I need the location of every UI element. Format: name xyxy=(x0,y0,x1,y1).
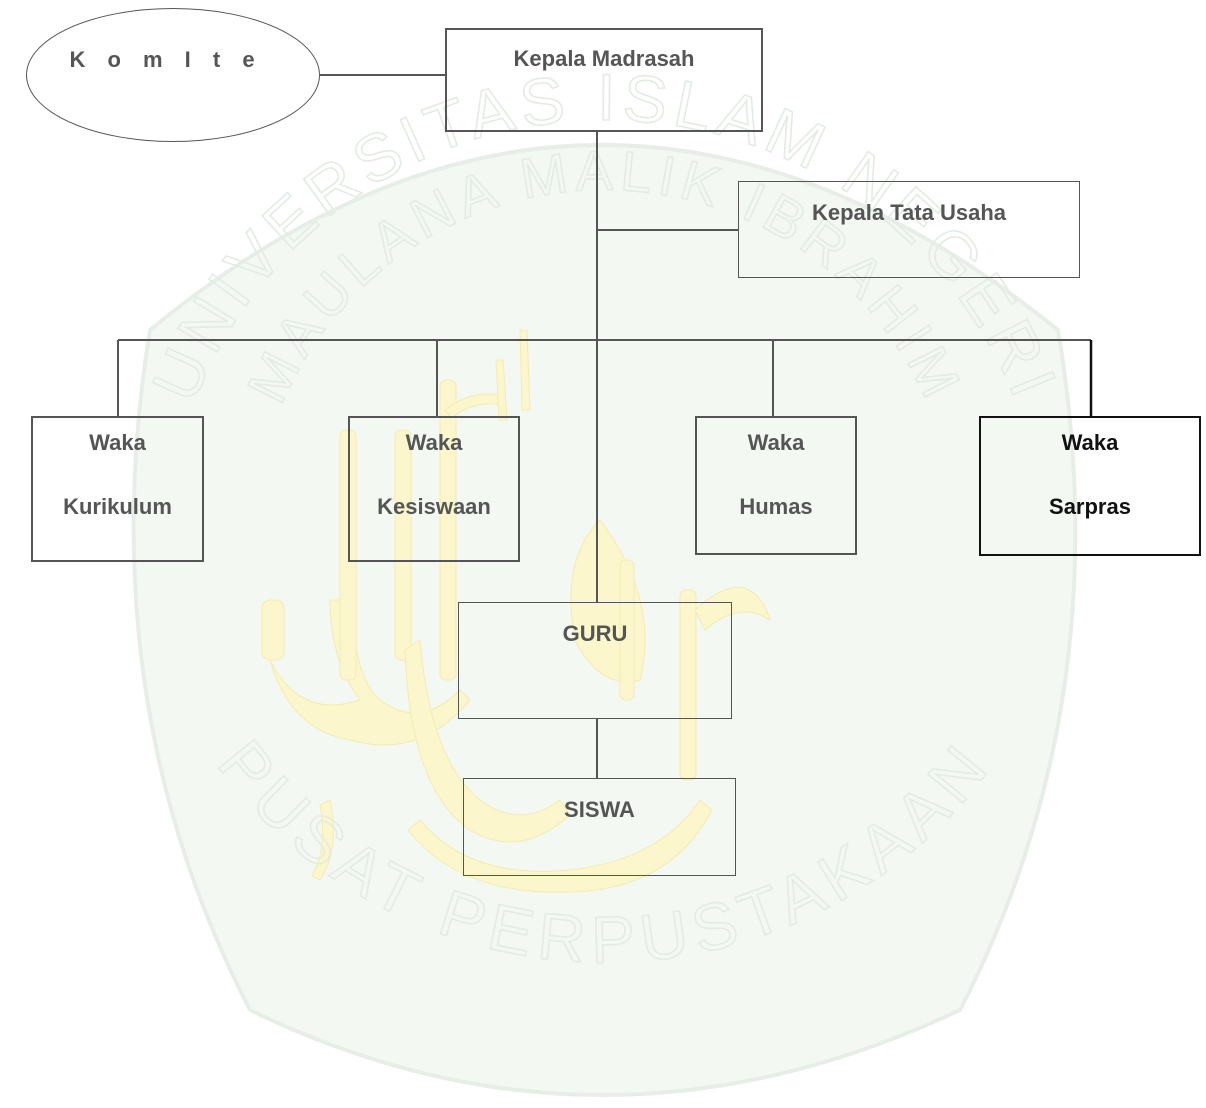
kepala-tata-usaha-node: Kepala Tata Usaha xyxy=(738,181,1080,278)
waka-kurikulum-node: Waka Kurikulum xyxy=(31,416,204,562)
komite-node: K o m I t e xyxy=(26,8,320,142)
waka-humas-line2: Humas xyxy=(739,494,813,519)
waka-kurikulum-line1: Waka xyxy=(89,430,146,455)
guru-node: GURU xyxy=(458,602,732,719)
waka-humas-node: Waka Humas xyxy=(695,416,857,555)
waka-sarpras-line2: Sarpras xyxy=(1049,494,1131,519)
waka-sarpras-line1: Waka xyxy=(1061,430,1119,455)
waka-humas-line1: Waka xyxy=(747,430,805,455)
guru-label: GURU xyxy=(562,621,628,646)
kepala-tata-usaha-label: Kepala Tata Usaha xyxy=(811,200,1006,225)
waka-kurikulum-line2: Kurikulum xyxy=(63,494,172,519)
kepala-madrasah-node: Kepala Madrasah xyxy=(445,28,763,132)
komite-label: K o m I t e xyxy=(69,47,263,72)
siswa-node: SISWA xyxy=(463,778,736,876)
waka-kesiswaan-line1: Waka xyxy=(405,430,463,455)
siswa-label: SISWA xyxy=(564,797,635,822)
kepala-madrasah-label: Kepala Madrasah xyxy=(513,46,695,71)
waka-sarpras-node: Waka Sarpras xyxy=(979,416,1201,556)
waka-kesiswaan-line2: Kesiswaan xyxy=(377,494,491,519)
waka-kesiswaan-node: Waka Kesiswaan xyxy=(348,416,520,562)
